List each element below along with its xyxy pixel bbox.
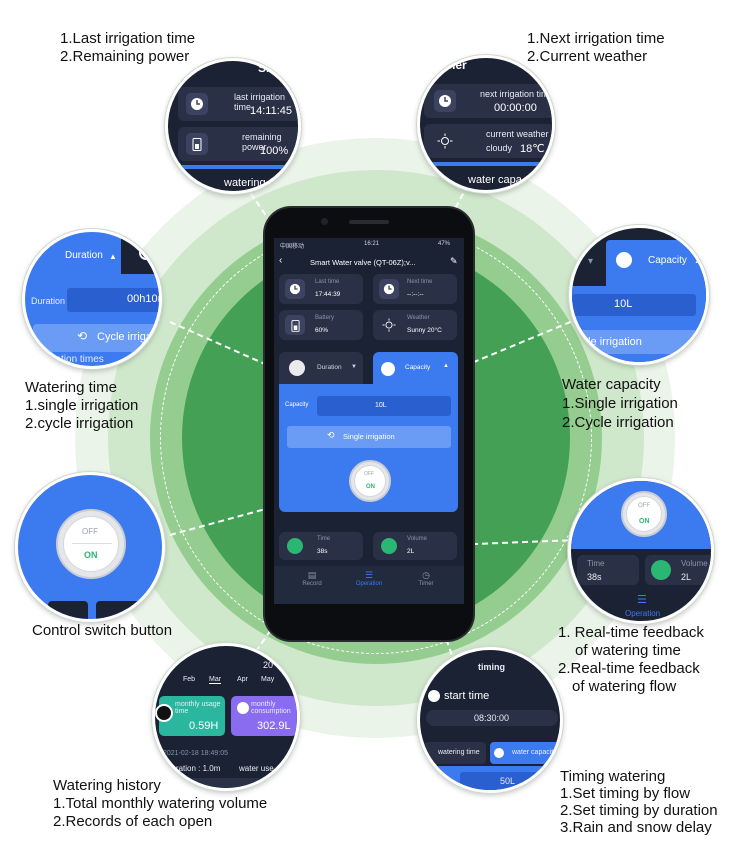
month-feb[interactable]: Feb (183, 676, 196, 683)
nav-operation[interactable]: Operation (625, 609, 661, 618)
zoom-bottom-strip (168, 165, 298, 169)
water-drop-icon (616, 252, 632, 268)
month-apr[interactable]: Apr (237, 676, 248, 683)
water-drop-icon (381, 362, 395, 376)
water-gauge-icon (651, 560, 671, 580)
nav-record[interactable]: ▤ Record (292, 570, 332, 600)
sun-icon (434, 130, 456, 152)
caret-down-icon: ▼ (351, 364, 357, 370)
phone-device: 中国移动 16:21 47% ‹ Smart Water valve (QT-0… (265, 208, 473, 640)
phone-screen: 中国移动 16:21 47% ‹ Smart Water valve (QT-0… (274, 238, 464, 604)
caret-up-icon: ▲ (443, 363, 449, 369)
zoom-capacity: ▾ Capacity ▲ 10L gle irrigation (569, 225, 709, 365)
consumption-card: monthly consumption 302.9L (231, 696, 297, 736)
capacity-panel: Capacity 10L ⟲ Single irrigation OFF ON (279, 384, 458, 512)
record-icon: ▤ (307, 570, 317, 580)
battery-icon (285, 315, 305, 335)
cycle-icon: ⟲ (77, 329, 88, 343)
battery-card: Battery 60% (279, 310, 363, 340)
clock-icon (155, 704, 173, 722)
next-time-card: Next time --:--:-- (373, 274, 457, 304)
tab-watering-time[interactable]: watering time (424, 742, 486, 764)
zoom-next-irrigation: her next irrigation time 00:00:00 curren… (417, 55, 555, 193)
tab-duration[interactable]: Duration (65, 250, 103, 261)
power-card: remaining power 100% (178, 127, 298, 161)
last-time-card: last irrigation time 14:11:45 (178, 87, 298, 121)
tab-water-capacity[interactable]: water capacity (490, 742, 560, 764)
zoom-feedback: OFF ON Time 38s Volume 2L ☰ Operation (568, 478, 714, 624)
weather-card: Weather Sunny 20°C (373, 310, 457, 340)
operation-icon: ☰ (364, 570, 374, 580)
weather-card: current weather cloudy 18℃ (424, 124, 552, 158)
volume-card: Volume 2L (645, 555, 711, 585)
drops-icon (289, 360, 305, 376)
operation-icon: ☰ (637, 594, 647, 606)
phone-camera (321, 218, 328, 225)
water-drop-icon (494, 748, 504, 758)
timer-icon: ◷ (422, 570, 430, 580)
clock-icon (428, 690, 440, 702)
bottom-nav: ▤ Record ☰ Operation ◷ Timer (274, 566, 464, 604)
caret-up-icon: ▲ (694, 256, 702, 265)
edit-icon[interactable]: ✎ (450, 256, 458, 266)
clock-icon (285, 279, 305, 299)
clock-icon (379, 279, 399, 299)
tab-capacity[interactable]: Capacity (648, 255, 687, 266)
wifi-icon: ▾ (588, 256, 594, 267)
zoom-switch: OFF ON (15, 472, 165, 622)
caption-feedback: 1. Real-time feedback of watering time 2… (558, 624, 704, 695)
time-card: Time 38s (577, 555, 639, 585)
water-drop-icon (237, 702, 249, 714)
cycle-icon: ⟲ (327, 430, 335, 440)
control-switch[interactable]: OFF ON (349, 460, 391, 502)
caret-up-icon: ▲ (109, 252, 117, 261)
cycle-irrigation-button[interactable]: ⟲ Cycle irrigat (33, 324, 159, 352)
duration-field[interactable]: 00h10m (67, 288, 159, 312)
capacity-field[interactable]: 10L (572, 294, 696, 316)
sun-icon (379, 315, 399, 335)
time-card: Time 38s (279, 532, 363, 560)
control-switch[interactable]: OFF ON (56, 509, 126, 579)
zoom-history: 20 Feb Mar Apr May monthly usage time 0.… (152, 643, 300, 791)
battery-icon (186, 133, 208, 155)
nav-operation[interactable]: ☰ Operation (349, 570, 389, 600)
tab-duration[interactable]: Duration ▼ (279, 352, 363, 384)
next-time-card: next irrigation time 00:00:00 (424, 84, 552, 118)
capacity-field[interactable]: 10L (317, 396, 451, 416)
zoom-duration: Duration ▲ Duration 00h10m ⟲ Cycle irrig… (22, 229, 162, 369)
app-title: Smart Water valve (QT-06Z);v... (310, 258, 416, 267)
drop-icon (139, 246, 153, 260)
start-time-field[interactable]: 08:30:00 (426, 710, 558, 726)
month-may[interactable]: May (261, 676, 275, 683)
capacity-field[interactable]: 50L (460, 772, 556, 790)
zoom-last-irrigation: Sm last irrigation time 14:11:45 remaini… (165, 58, 301, 194)
status-bar: 中国移动 16:21 47% (280, 241, 451, 250)
control-switch[interactable]: OFF ON (621, 491, 667, 537)
single-irrigation-button[interactable]: gle irrigation (572, 330, 698, 354)
zoom-timing: timing start time 08:30:00 watering time… (417, 647, 563, 793)
back-icon[interactable]: ‹ (279, 255, 283, 266)
clock-icon (434, 90, 456, 112)
volume-card: Volume 2L (373, 532, 457, 560)
phone-speaker (349, 220, 389, 224)
nav-timer[interactable]: ◷ Timer (406, 570, 446, 600)
water-gauge-icon (381, 538, 397, 554)
clock-icon (186, 93, 208, 115)
last-time-card: Last time 17:44:39 (279, 274, 363, 304)
caption-control-switch: Control switch button (32, 622, 173, 639)
zoom-header-fragment: Sm (258, 61, 277, 75)
leaf-icon (287, 538, 303, 554)
single-irrigation-button[interactable]: ⟲ Single irrigation (287, 426, 451, 448)
month-mar[interactable]: Mar (209, 676, 222, 684)
